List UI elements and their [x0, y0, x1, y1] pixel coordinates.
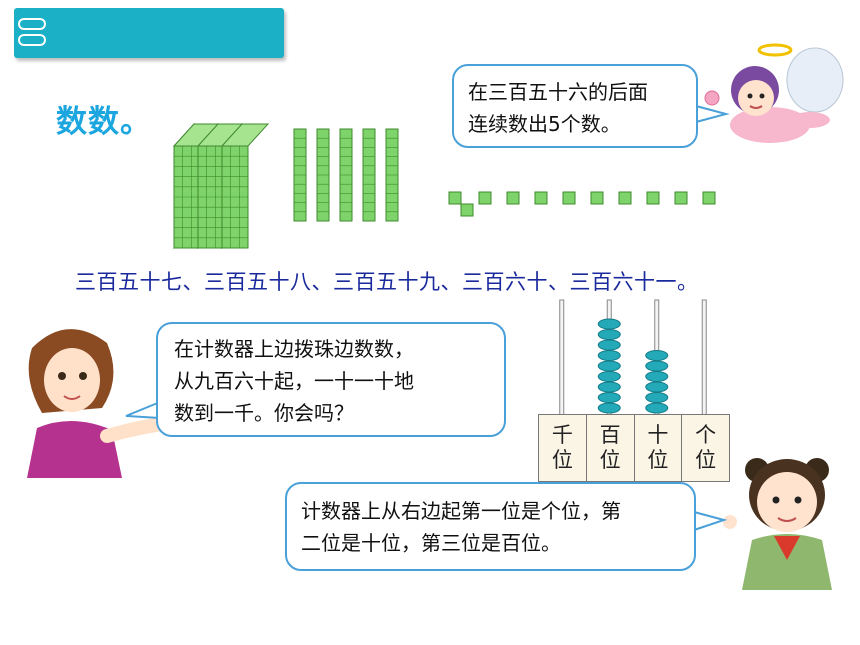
place-label-top: 百 — [599, 423, 621, 447]
place-label-top: 千 — [551, 423, 573, 447]
unit-cube — [460, 203, 474, 217]
place-label-bottom: 位 — [695, 448, 717, 472]
abacus-bead — [597, 329, 621, 340]
ten-rod — [316, 128, 330, 222]
place-label-bottom: 位 — [599, 448, 621, 472]
abacus-bead — [597, 360, 621, 372]
unit-cube — [534, 191, 548, 205]
binder-ring-icon — [18, 18, 46, 30]
place-value-labels: 千 位 百 位 十 位 个 位 — [538, 414, 730, 482]
section-title: 数数。 — [56, 104, 152, 140]
speech-bubble-girl: 计数器上从右边起第一位是个位，第 二位是十位，第三位是百位。 — [285, 482, 696, 571]
bubble-tail — [125, 401, 161, 419]
unit-cube — [590, 191, 604, 205]
abacus-bead — [597, 371, 621, 382]
place-label-bottom: 位 — [647, 448, 669, 472]
abacus-bead — [597, 402, 621, 414]
ten-rod — [362, 128, 376, 222]
abacus-bead — [645, 402, 669, 414]
teacher-illustration — [27, 329, 184, 478]
place-label-top: 个 — [695, 423, 717, 447]
bubble-text: 在计数器上边拨珠边数数， — [174, 337, 414, 361]
unit-cube — [646, 191, 660, 205]
abacus-bead — [645, 360, 669, 372]
header-bar — [14, 8, 284, 58]
abacus-bead — [597, 318, 621, 330]
abacus-bead — [597, 339, 621, 351]
unit-cube — [674, 191, 688, 205]
unit-cube — [478, 191, 492, 205]
bubble-text: 连续数出5个数。 — [468, 112, 621, 136]
abacus-rod — [559, 299, 565, 416]
bubble-text: 二位是十位，第三位是百位。 — [301, 531, 561, 555]
abacus-bead — [645, 371, 669, 382]
unit-cube — [702, 191, 716, 205]
unit-cube — [448, 191, 462, 205]
abacus-bead — [597, 392, 621, 403]
hundred-block — [172, 122, 222, 250]
unit-cube — [506, 191, 520, 205]
bubble-text: 数到一千。你会吗？ — [174, 401, 354, 425]
girl-illustration — [723, 458, 832, 590]
unit-cubes — [448, 191, 716, 217]
bubble-text: 从九百六十起，一十一十地 — [174, 369, 414, 393]
unit-cube — [618, 191, 632, 205]
abacus-bead — [645, 381, 669, 393]
unit-cube — [562, 191, 576, 205]
ten-rod — [293, 128, 307, 222]
binder-ring-icon — [18, 34, 46, 46]
abacus-bead — [645, 392, 669, 403]
bubble-text: 计数器上从右边起第一位是个位，第 — [301, 499, 621, 523]
hundred-block — [220, 122, 270, 250]
counting-answer: 三百五十七、三百五十八、三百五十九、三百六十、三百六十一。 — [75, 270, 699, 294]
place-ones: 个 位 — [682, 415, 729, 481]
place-hundreds: 百 位 — [587, 415, 635, 481]
place-label-top: 十 — [647, 423, 669, 447]
speech-bubble-teacher: 在计数器上边拨珠边数数， 从九百六十起，一十一十地 数到一千。你会吗？ — [156, 322, 506, 437]
hundred-block — [196, 122, 246, 250]
ten-rods — [293, 128, 399, 222]
ten-rod — [385, 128, 399, 222]
bubble-text: 在三百五十六的后面 — [468, 80, 648, 104]
speech-bubble-angel: 在三百五十六的后面 连续数出5个数。 — [452, 64, 698, 148]
ten-rod — [339, 128, 353, 222]
place-label-bottom: 位 — [551, 448, 573, 472]
place-tens: 十 位 — [635, 415, 683, 481]
bubble-tail — [693, 511, 728, 531]
abacus-rod — [701, 299, 707, 416]
angel-girl-illustration — [704, 43, 844, 143]
abacus-bead — [597, 381, 621, 393]
abacus-bead — [645, 350, 669, 361]
abacus-bead — [597, 350, 621, 361]
bubble-tail — [695, 105, 730, 123]
hundred-blocks — [172, 122, 270, 250]
abacus-counter — [559, 299, 707, 416]
place-thousands: 千 位 — [539, 415, 587, 481]
